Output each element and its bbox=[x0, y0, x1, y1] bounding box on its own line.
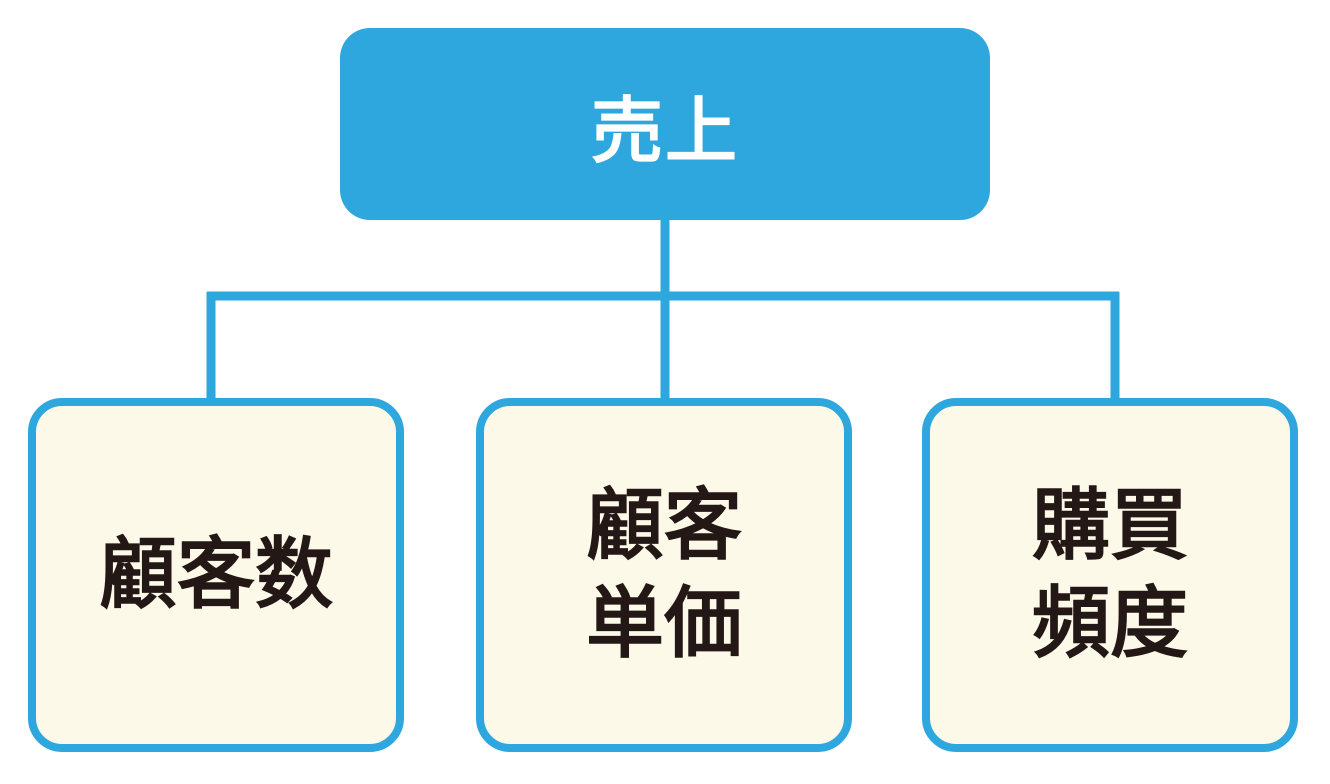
child-node-customer-count: 顧客数 bbox=[28, 398, 404, 752]
child-node-purchase-frequency: 購買 頻度 bbox=[922, 398, 1298, 752]
child-node-label: 顧客数 bbox=[98, 530, 333, 620]
child-node-label: 顧客 単価 bbox=[585, 481, 742, 669]
child-node-label: 購買 頻度 bbox=[1031, 481, 1188, 669]
child-node-customer-unit-price: 顧客 単価 bbox=[476, 398, 852, 752]
root-node-label: 売上 bbox=[590, 88, 739, 173]
root-node-sales: 売上 bbox=[340, 28, 990, 220]
